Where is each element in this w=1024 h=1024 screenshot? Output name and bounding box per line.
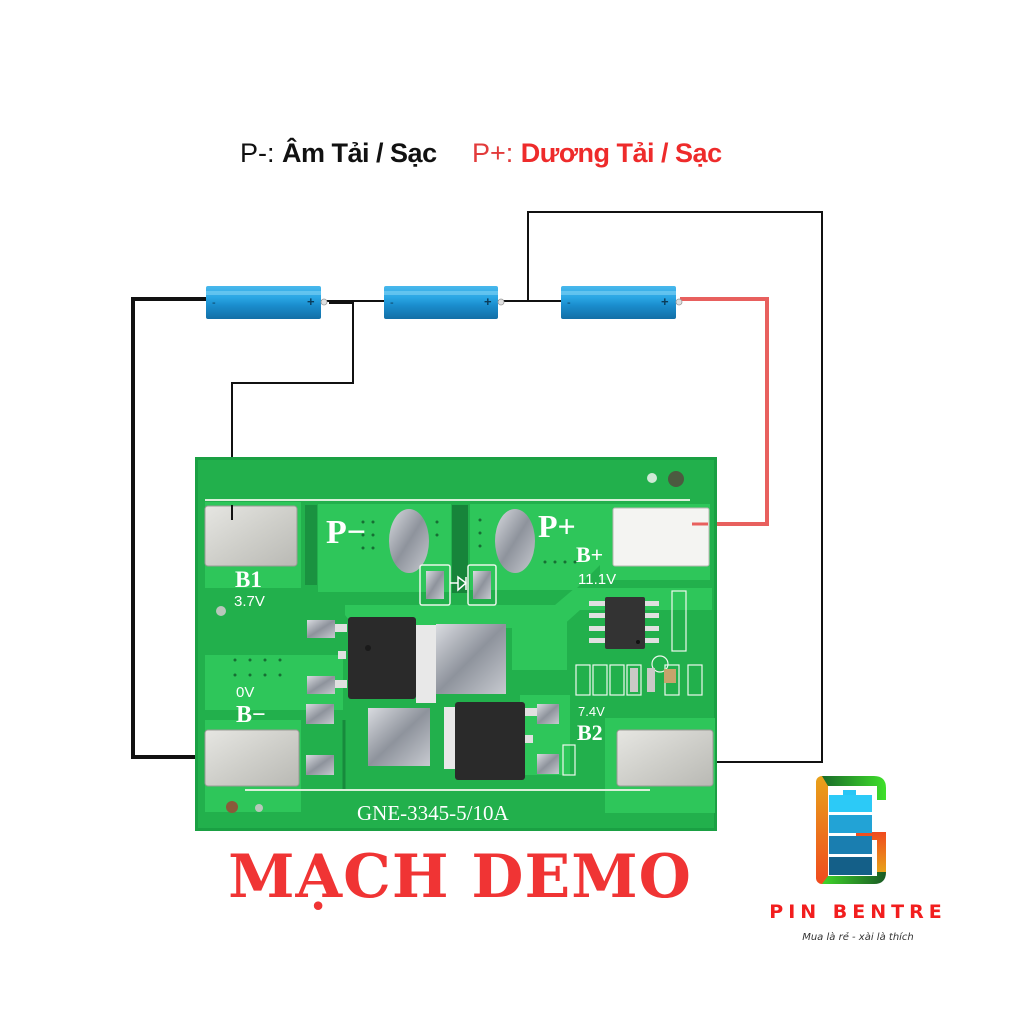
p-plus-solder <box>495 509 535 573</box>
battery-cell-1: - + <box>206 286 328 319</box>
pad-b-plus-name: B+ <box>576 542 603 567</box>
wire-b-minus <box>131 297 224 759</box>
battery-neg-mark: - <box>390 297 394 309</box>
pad-b1-name: B1 <box>235 567 262 592</box>
pad-b2-voltage: 7.4V <box>578 704 605 719</box>
legend-negative-text: Âm Tải / Sạc <box>282 138 437 168</box>
p-plus-label: P+ <box>538 508 576 544</box>
wire-b-plus <box>680 297 769 526</box>
brand-name: PIN BENTRE <box>769 901 947 923</box>
battery-cell-2: - + <box>384 286 505 319</box>
pad-b-plus <box>612 507 710 567</box>
legend-negative: P-: Âm Tải / Sạc <box>240 138 437 169</box>
battery-level-1 <box>829 795 872 812</box>
battery-neg-mark: - <box>567 297 571 309</box>
p-minus-solder <box>389 509 429 573</box>
pad-b-minus-voltage: 0V <box>236 684 254 701</box>
pad-b2-name: B2 <box>577 720 603 745</box>
pad-b1-voltage: 3.7V <box>234 593 265 610</box>
wire-b1 <box>231 302 354 521</box>
legend-negative-symbol: P-: <box>240 138 275 168</box>
legend-positive-symbol: P+: <box>472 138 514 168</box>
mosfet-2 <box>306 702 559 780</box>
pad-b2 <box>616 729 714 787</box>
legend-positive: P+: Dương Tải / Sạc <box>472 138 722 169</box>
legend-positive-text: Dương Tải / Sạc <box>520 138 722 168</box>
pcb-model-number: GNE-3345-5/10A <box>357 801 509 825</box>
pad-b-plus-voltage: 11.1V <box>578 571 616 588</box>
battery-pos-mark: + <box>661 294 669 309</box>
brand-slogan: Mua là rẻ - xài là thích <box>802 932 914 943</box>
brand-logo <box>816 776 886 884</box>
mosfet-1 <box>307 617 506 703</box>
smd-components <box>562 590 703 776</box>
battery-level-3 <box>829 836 872 854</box>
battery-neg-mark: - <box>212 297 216 309</box>
diode <box>419 564 497 606</box>
battery-cell-3: - + <box>561 286 683 319</box>
battery-pos-mark: + <box>484 294 492 309</box>
pad-b-minus-name: B− <box>236 702 266 728</box>
battery-level-2 <box>829 815 872 833</box>
protection-ic <box>589 597 659 649</box>
black-wires <box>131 211 823 763</box>
p-minus-label: P− <box>326 514 366 551</box>
pcb-board: P− P+ B+ 11.1V B1 3.7V 0V B− 7.4V B2 GNE… <box>195 457 717 831</box>
demo-title: MẠCH DEMO <box>228 842 692 912</box>
battery-level-4 <box>829 857 872 875</box>
pad-b-minus <box>204 729 300 787</box>
pad-b1 <box>204 505 298 567</box>
battery-pos-mark: + <box>307 294 315 309</box>
